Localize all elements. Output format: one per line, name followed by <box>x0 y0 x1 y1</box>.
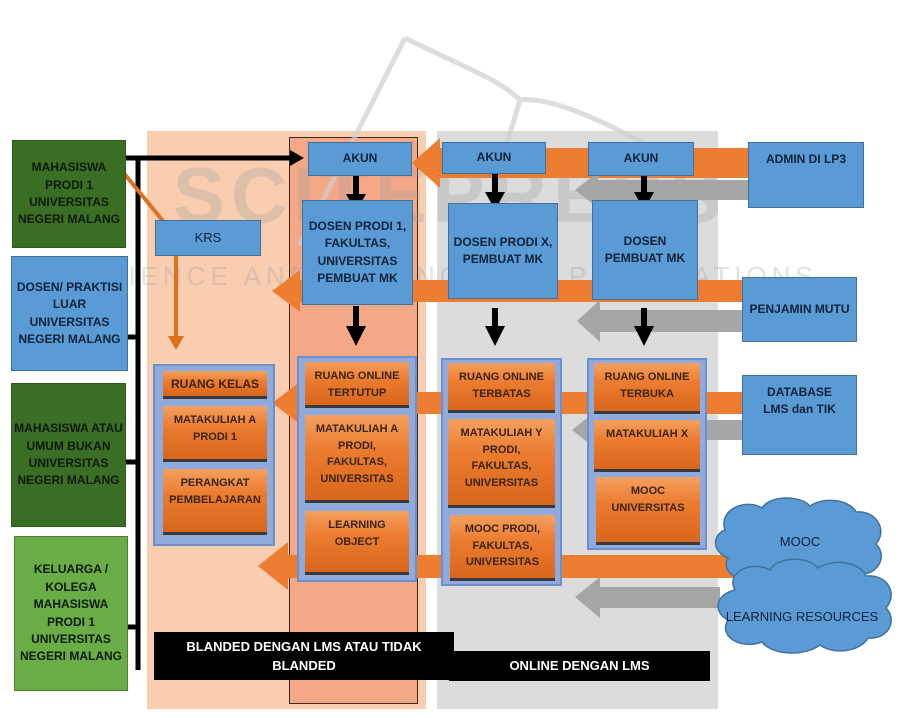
space-item-terbatas-1: MATAKULIAH Y PRODI, FAKULTAS, UNIVERSITA… <box>448 419 555 508</box>
space-title-kelas: RUANG KELAS <box>163 371 267 399</box>
akun-box-2: AKUN <box>442 142 546 174</box>
space-item-kelas-2: PERANGKAT PEMBELAJARAN <box>163 469 267 535</box>
space-item-tertutup-1: MATAKULIAH A PRODI, FAKULTAS, UNIVERSITA… <box>305 415 409 503</box>
dosen-box-pembuat: DOSEN PEMBUAT MK <box>592 200 698 300</box>
down-arrow-dosen2 <box>485 326 505 346</box>
database-box: DATABASE LMS dan TIK <box>742 375 857 455</box>
actor-connectors <box>118 155 290 670</box>
database-sublabel: LMS dan TIK <box>763 402 836 417</box>
space-title-terbuka: RUANG ONLINE TERBUKA <box>594 363 700 414</box>
krs-box: KRS <box>155 220 261 256</box>
blended-zone-label: BLANDED DENGAN LMS ATAU TIDAK BLANDED <box>154 632 454 680</box>
arrowhead-akun <box>290 150 304 166</box>
database-label: DATABASE <box>767 385 832 399</box>
online-zone-label: ONLINE DENGAN LMS <box>449 651 710 681</box>
mooc-cloud-label: MOOC <box>779 534 821 549</box>
gray-arrow-learning <box>575 577 720 618</box>
actor-mahasiswa-prodi: MAHASISWA PRODI 1 UNIVERSITAS NEGERI MAL… <box>12 140 126 248</box>
space-title-tertutup: RUANG ONLINE TERTUTUP <box>305 362 409 408</box>
dosen-box-prodix: DOSEN PRODI X, PEMBUAT MK <box>448 203 558 299</box>
gray-arrow-admin <box>575 172 748 208</box>
actor-keluarga: KELUARGA / KOLEGA MAHASISWA PRODI 1 UNIV… <box>14 536 128 691</box>
space-item-terbuka-1: MATAKULIAH X <box>594 420 700 472</box>
penjamin-mutu-box: PENJAMIN MUTU <box>742 277 857 342</box>
actor-mahasiswa-umum: MAHASISWA ATAU UMUM BUKAN UNIVERSITAS NE… <box>11 383 126 527</box>
space-item-tertutup-2: LEARNING OBJECT <box>305 511 409 575</box>
space-item-terbuka-2: MOOC UNIVERSITAS <box>596 477 700 545</box>
dosen-box-prodi1: DOSEN PRODI 1, FAKULTAS, UNIVERSITAS PEM… <box>302 200 413 305</box>
akun-box-3: AKUN <box>588 142 694 176</box>
actor-dosen-luar: DOSEN/ PRAKTISI LUAR UNIVERSITAS NEGERI … <box>11 256 128 371</box>
down-arrow-dosen3 <box>634 326 654 346</box>
learning-resources-cloud <box>717 558 892 654</box>
down-arrows <box>346 172 654 346</box>
space-item-kelas-1: MATAKULIAH A PRODI 1 <box>163 406 267 462</box>
arrowhead-kelas <box>168 336 184 350</box>
down-arrow-akun2 <box>485 192 505 210</box>
space-item-terbatas-2: MOOC PRODI, FAKULTAS, UNIVERSITAS <box>450 515 555 581</box>
down-arrow-dosen1 <box>346 326 366 346</box>
gray-arrow-penjamin <box>577 300 742 342</box>
space-title-terbatas: RUANG ONLINE TERBATAS <box>448 363 555 413</box>
akun-box-1: AKUN <box>308 142 412 176</box>
learning-resources-label: LEARNING RESOURCES <box>725 609 879 624</box>
admin-lp3-box: ADMIN DI LP3 <box>748 142 864 208</box>
